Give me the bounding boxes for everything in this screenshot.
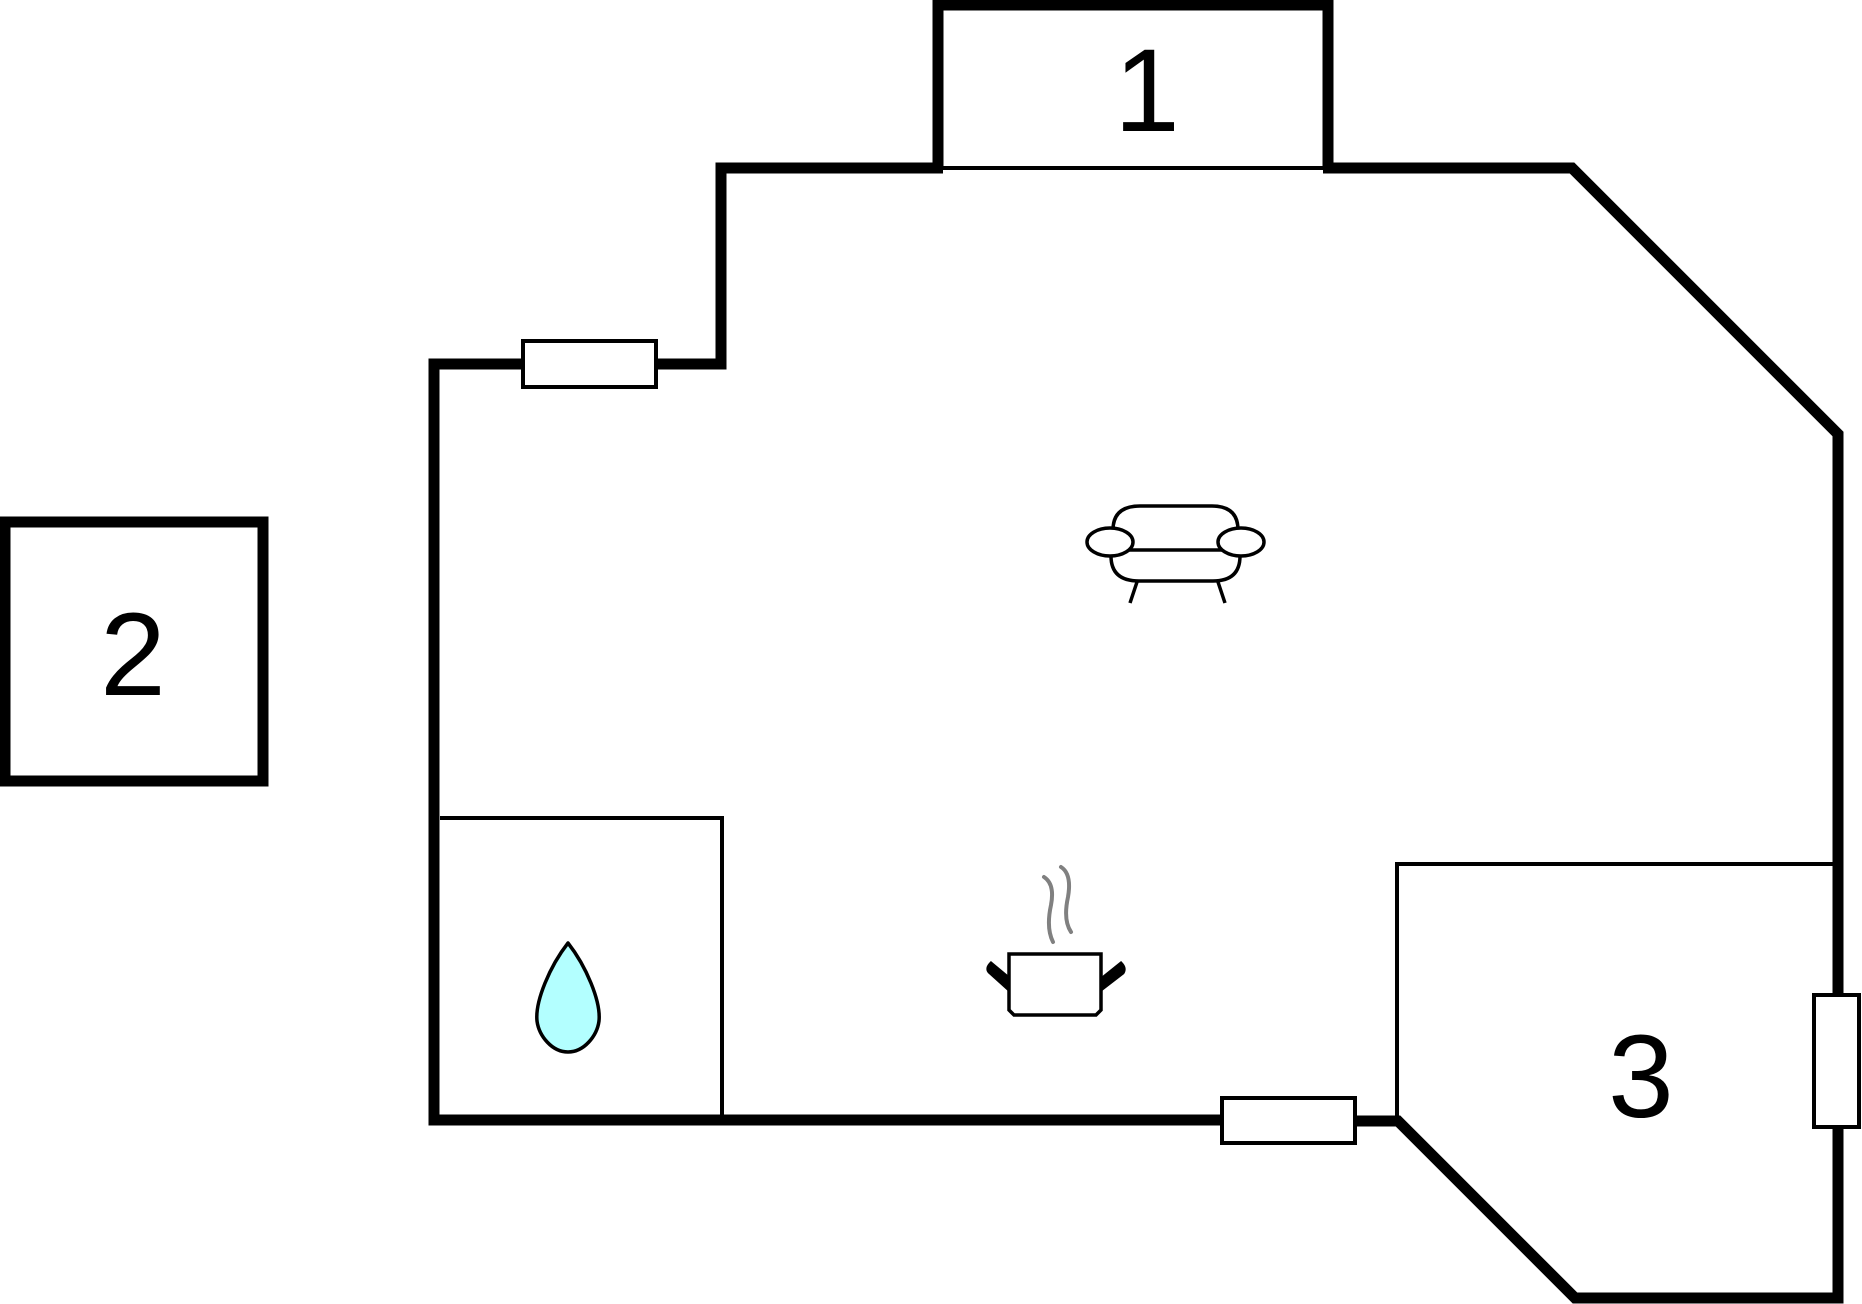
room-3: 3 [1395,862,1833,1143]
room-1: 1 [932,0,1334,170]
outer-walls [428,162,1844,1304]
window-right [1812,993,1861,1129]
water-drop-icon [535,941,601,1054]
room-2-label: 2 [100,589,166,721]
sofa-icon [1085,504,1266,604]
room-1-label: 1 [1114,25,1180,157]
window-bottom [1220,1096,1357,1145]
room-3-label: 3 [1608,1011,1674,1143]
bathroom [440,816,724,1115]
cooking-pot-icon [986,865,1126,1017]
window-top-left [521,339,658,389]
room-2: 2 [0,516,269,787]
